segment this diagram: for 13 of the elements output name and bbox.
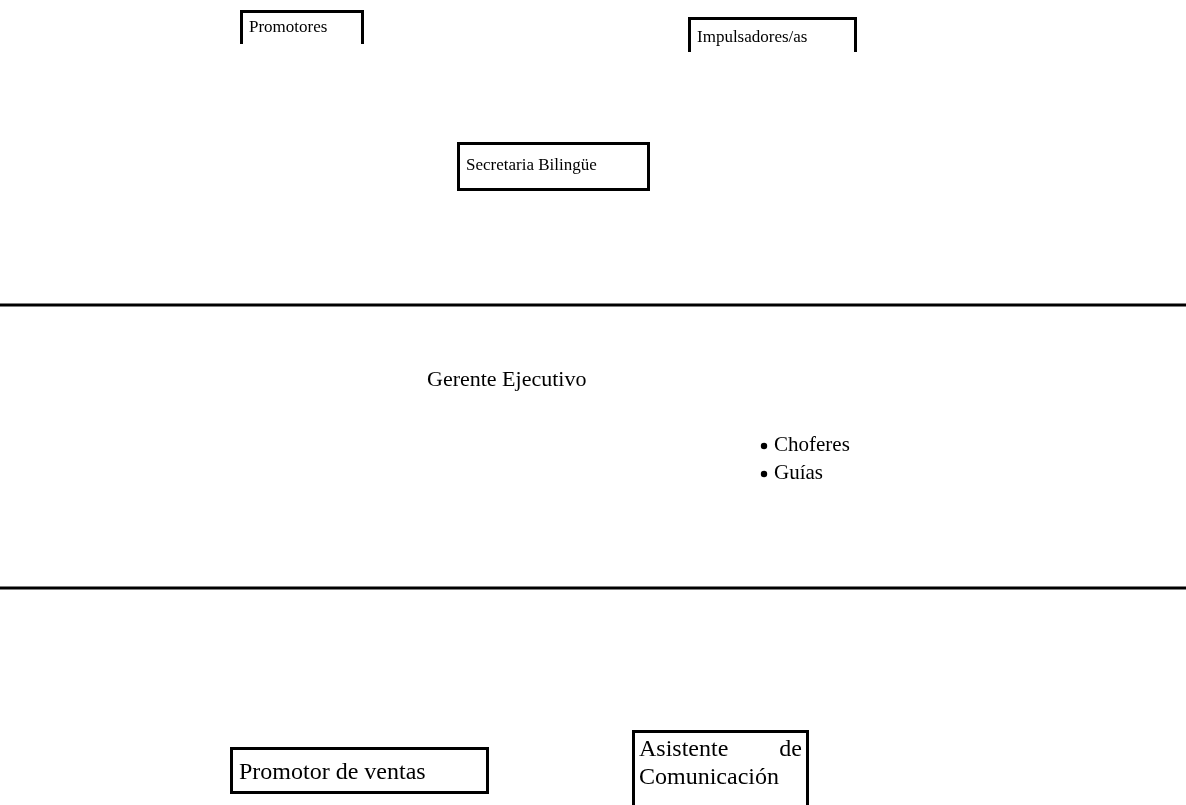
position-title: Asistente de Comunicación bbox=[639, 735, 802, 791]
position-box bbox=[457, 142, 650, 191]
position-title: Secretaria Bilingüe bbox=[466, 155, 598, 176]
position-box bbox=[688, 17, 857, 52]
position-box bbox=[230, 747, 489, 794]
list-item: Choferes bbox=[774, 432, 850, 457]
position-box bbox=[632, 730, 809, 805]
position-box bbox=[240, 10, 364, 44]
position-title: Promotores bbox=[249, 17, 329, 38]
role-title: Gerente Ejecutivo bbox=[427, 366, 587, 392]
position-title: Promotor de ventas bbox=[239, 757, 427, 786]
list-item: Guías bbox=[774, 460, 823, 485]
position-title: Impulsadores/as bbox=[697, 27, 809, 48]
